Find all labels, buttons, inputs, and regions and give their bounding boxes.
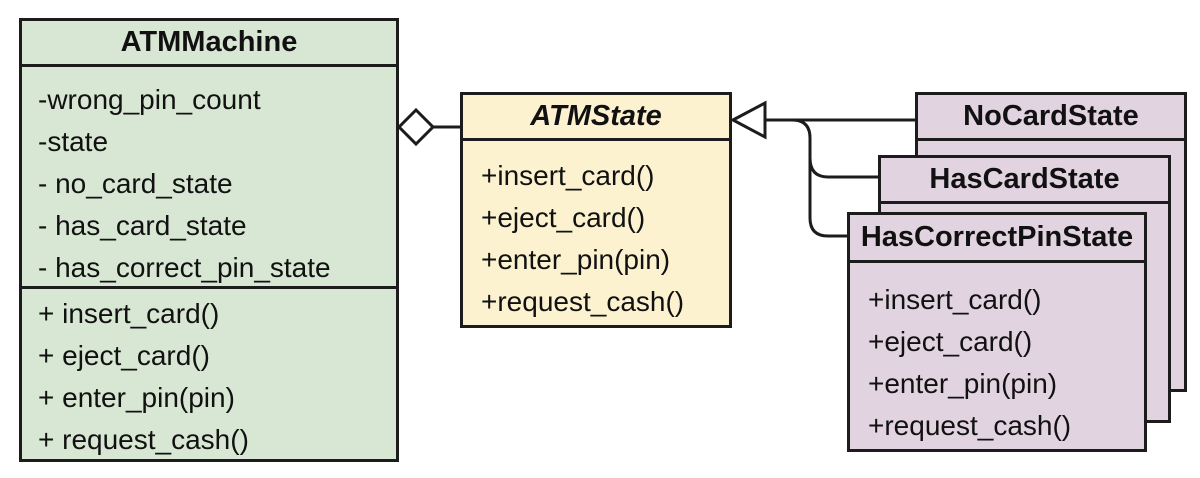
class-has-correct-pin-state: HasCorrectPinState +insert_card() +eject… <box>847 212 1147 452</box>
attribute-item: -state <box>38 126 109 157</box>
class-name-atm-machine: ATMMachine <box>22 21 396 67</box>
class-name-has-correct-pin-state: HasCorrectPinState <box>850 215 1144 263</box>
class-name-no-card-state: NoCardState <box>918 95 1184 141</box>
operation-item: +eject_card() <box>481 202 646 233</box>
aggregation-diamond-icon <box>396 107 436 147</box>
inheritance-line-has-card <box>765 118 878 179</box>
class-name-atm-state: ATMState <box>463 95 729 141</box>
operations-section: +insert_card() +eject_card() +enter_pin(… <box>850 263 1144 447</box>
operation-item: + insert_card() <box>38 298 220 329</box>
attribute-item: - has_card_state <box>38 210 247 241</box>
attributes-section: -wrong_pin_count -state - no_card_state … <box>22 67 396 289</box>
operation-item: +request_cash() <box>481 286 685 317</box>
operation-item: + enter_pin(pin) <box>38 382 235 413</box>
attribute-item: - no_card_state <box>38 168 233 199</box>
operation-item: +enter_pin(pin) <box>481 244 671 275</box>
inheritance-line-has-correct-pin <box>808 158 847 238</box>
class-atm-machine: ATMMachine -wrong_pin_count -state - no_… <box>19 18 399 462</box>
attribute-item: -wrong_pin_count <box>38 84 261 115</box>
operation-item: +enter_pin(pin) <box>868 368 1058 399</box>
class-name-has-card-state: HasCardState <box>881 158 1168 204</box>
attribute-item: - has_correct_pin_state <box>38 252 331 283</box>
class-atm-state: ATMState +insert_card() +eject_card() +e… <box>460 92 732 328</box>
inheritance-triangle-icon <box>729 100 767 140</box>
operation-item: +insert_card() <box>481 160 655 191</box>
operations-section: +insert_card() +eject_card() +enter_pin(… <box>463 141 729 323</box>
operations-section: + insert_card() + eject_card() + enter_p… <box>22 289 396 461</box>
operation-item: +eject_card() <box>868 326 1033 357</box>
operation-item: +insert_card() <box>868 284 1042 315</box>
operation-item: + request_cash() <box>38 424 249 455</box>
operation-item: +request_cash() <box>868 410 1072 441</box>
operation-item: + eject_card() <box>38 340 210 371</box>
